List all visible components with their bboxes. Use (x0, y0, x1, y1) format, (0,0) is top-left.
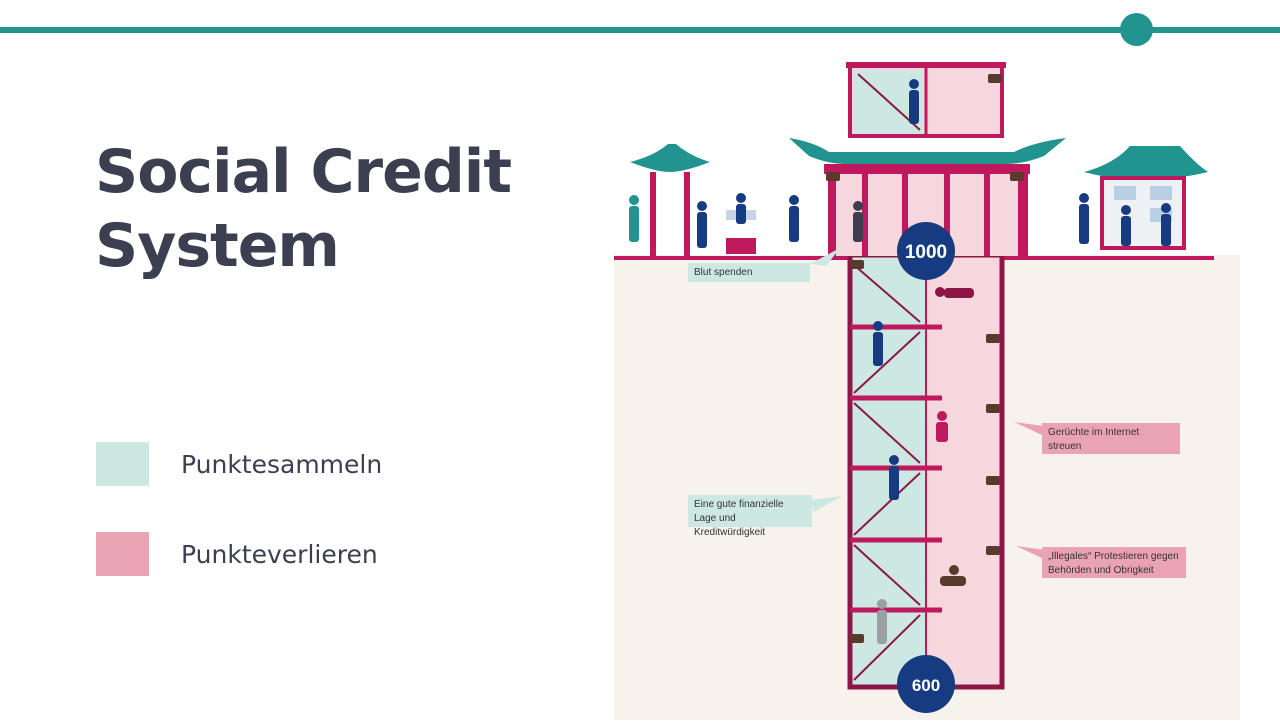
callout-rumors: Gerüchte im Internet streuen (1042, 423, 1180, 454)
score-badge-bottom: 600 (897, 655, 955, 713)
top-accent-line (0, 27, 1280, 33)
legend-gain: Punktesammeln (96, 442, 516, 486)
social-credit-illustration: 1000 600 Blut spenden Eine gute finanzie… (614, 60, 1240, 720)
tower-diagram: 1000 600 (614, 62, 1240, 720)
score-badge-top: 1000 (897, 222, 955, 280)
surveillance-cameras (826, 74, 1024, 643)
legend-lose: Punkteverlieren (96, 532, 516, 576)
pointer-blood (810, 248, 840, 266)
legend-gain-label: Punktesammeln (181, 450, 383, 479)
callout-finance: Eine gute finanzielle Lage und Kreditwür… (688, 495, 812, 538)
score-top-text: 1000 (905, 242, 947, 263)
people-crowd (629, 79, 1171, 644)
main-roof (789, 138, 1066, 164)
legend-lose-swatch (96, 532, 149, 576)
slide-title: Social Credit System (95, 137, 512, 281)
callout-protest: „Illegales“ Protestieren gegen Behörden … (1042, 547, 1186, 578)
right-pavilion (1084, 146, 1208, 250)
pointer-protest (1016, 546, 1046, 560)
top-tower (846, 62, 1006, 138)
callout-blood: Blut spenden (688, 263, 810, 282)
legend-lose-label: Punkteverlieren (181, 540, 378, 569)
legend-gain-swatch (96, 442, 149, 486)
left-pavilion (630, 144, 710, 256)
top-accent-dot (1120, 13, 1153, 46)
score-bottom-text: 600 (912, 676, 940, 695)
falling-people (935, 287, 974, 586)
shaft (847, 252, 1005, 690)
pointer-finance (810, 496, 842, 512)
pointer-rumors (1014, 422, 1044, 436)
